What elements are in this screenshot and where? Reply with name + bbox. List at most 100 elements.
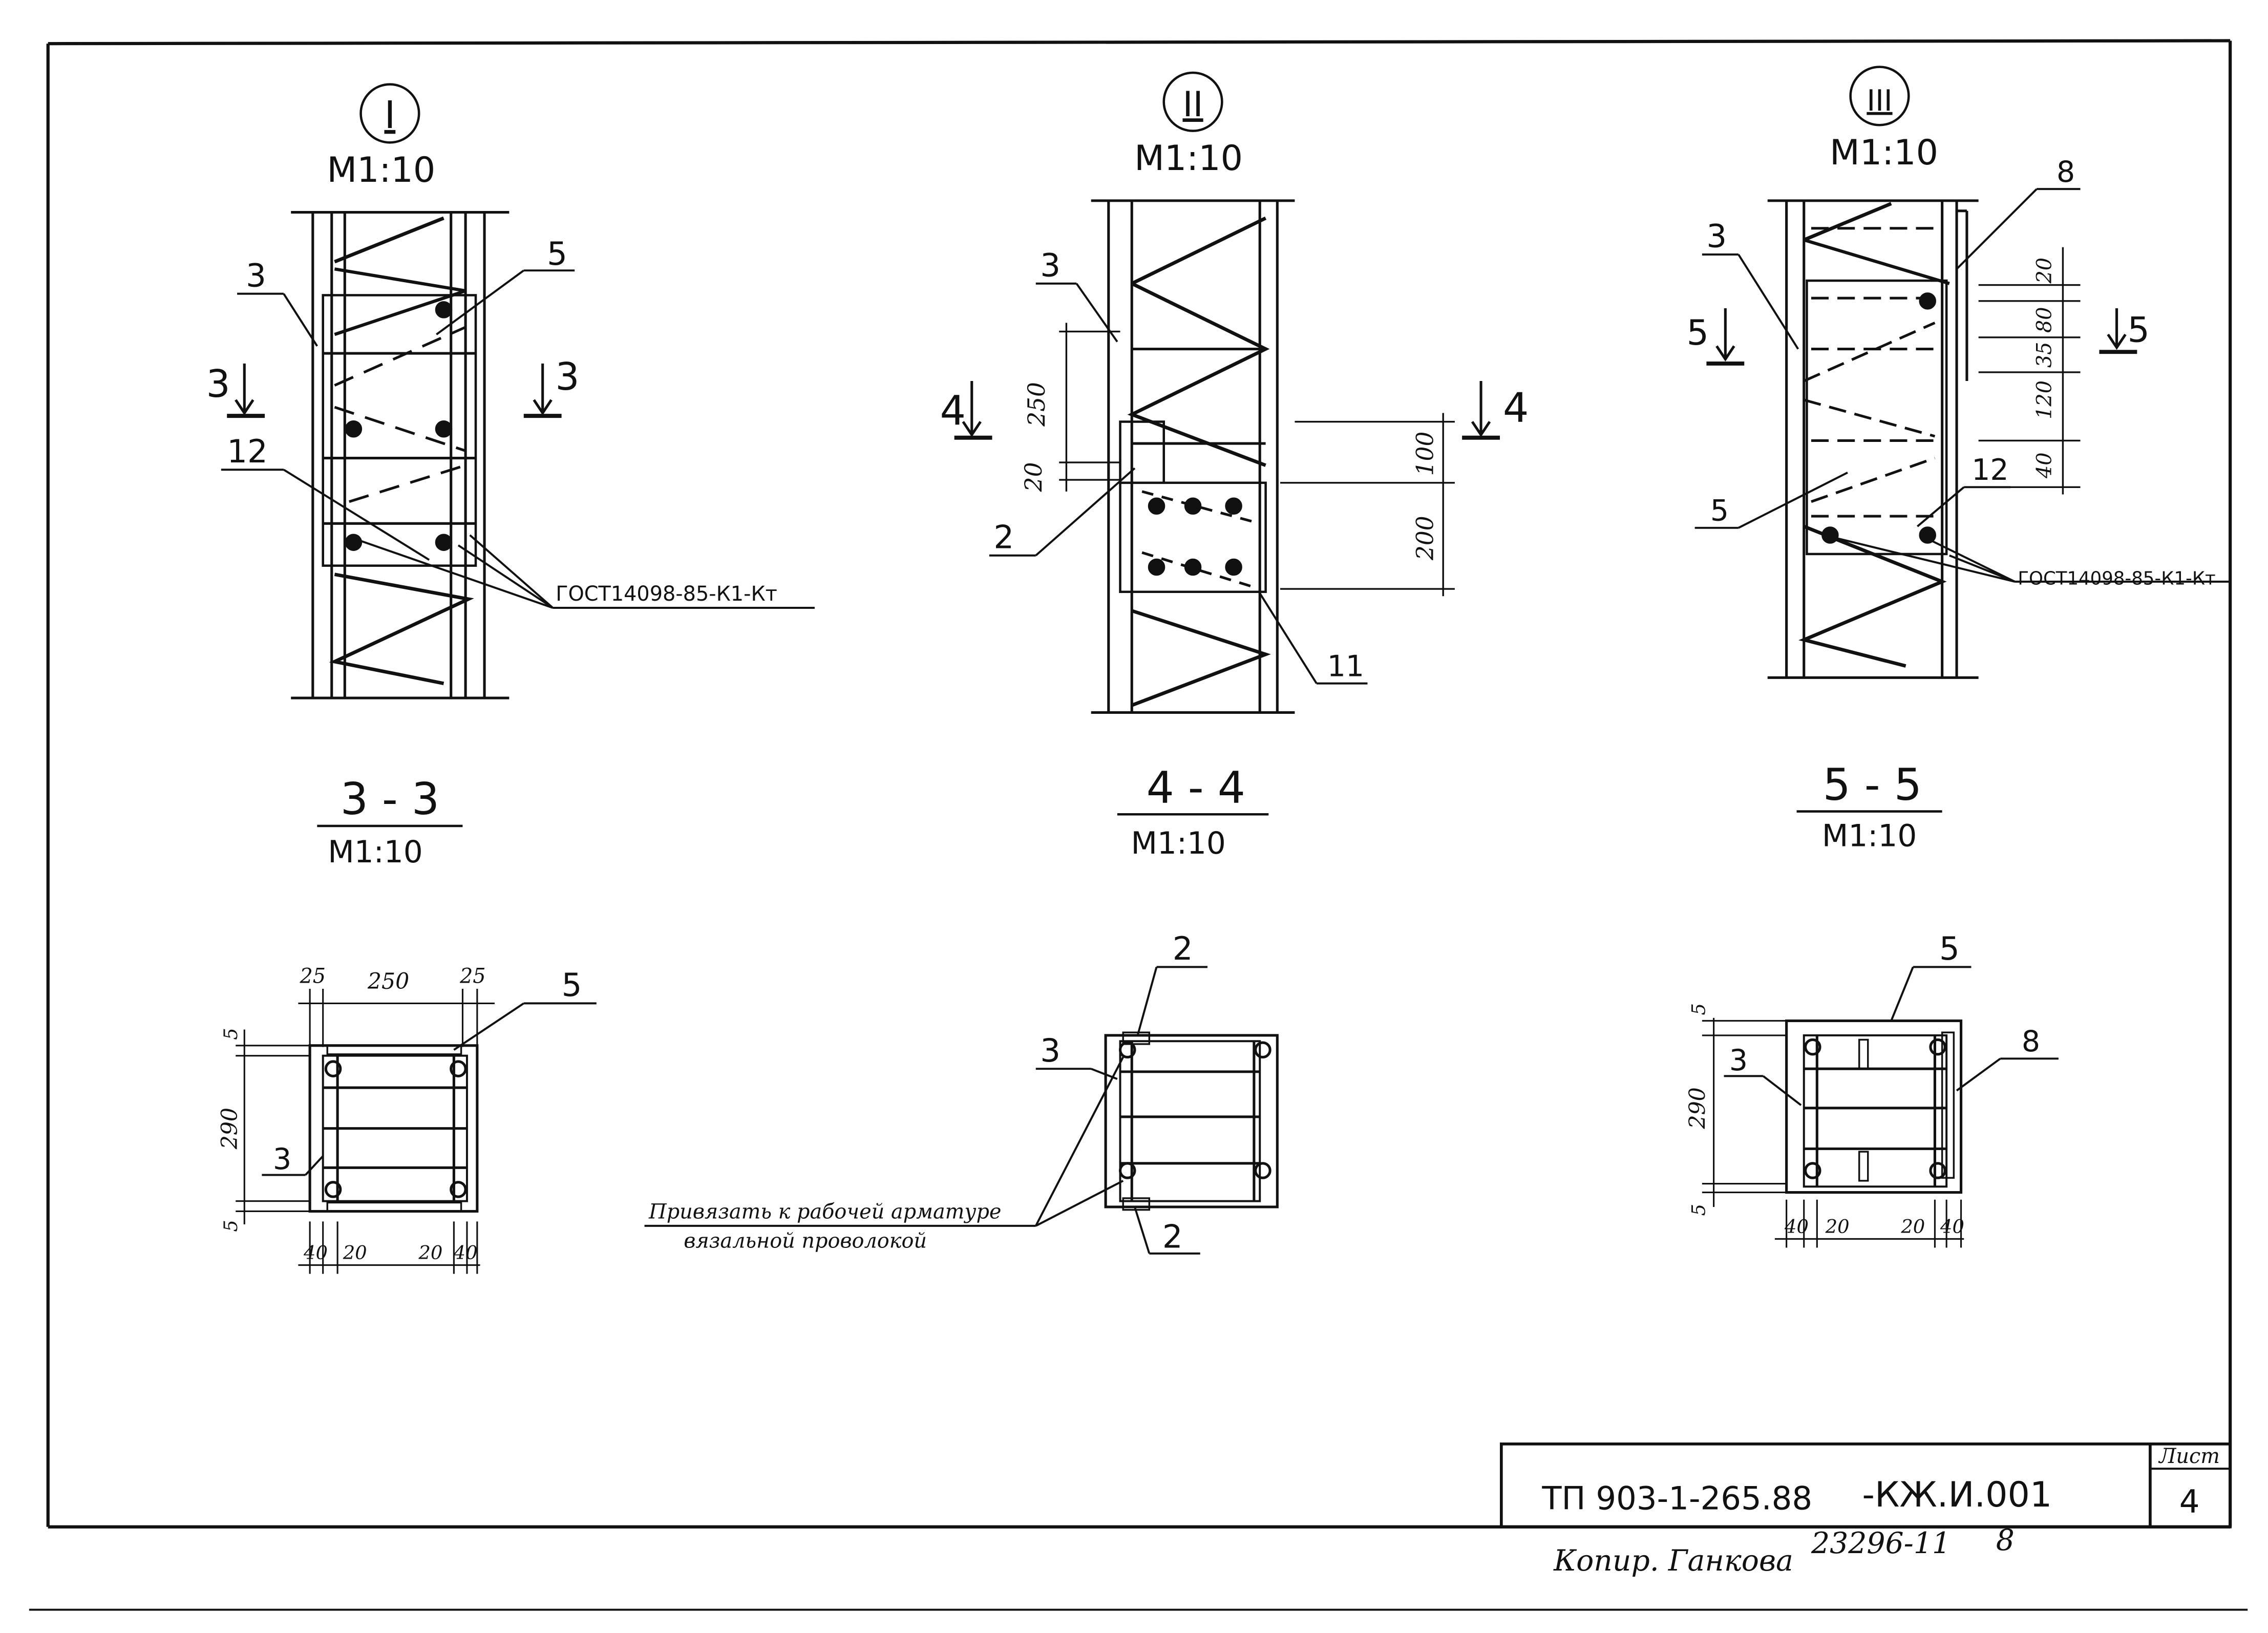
sheet-label: Лист: [2158, 1445, 2220, 1468]
section-4-4-title: 4 - 4: [1147, 763, 1245, 814]
callout-5: 5: [547, 235, 567, 272]
callout-3: 3: [273, 1142, 291, 1176]
title-block: ТП 903-1-265.88 -КЖ.И.001 Лист 4: [1499, 1442, 2232, 1529]
callout-3: 3: [1706, 218, 1727, 255]
view-2-marker: [1162, 71, 1223, 132]
svg-text:20: 20: [1825, 1216, 1850, 1238]
svg-text:5: 5: [220, 1220, 242, 1232]
svg-text:290: 290: [217, 1108, 243, 1150]
copyist-label: Копир. Ганкова: [1553, 1544, 1793, 1578]
format-number: 8: [1996, 1523, 2015, 1557]
svg-text:40: 40: [303, 1242, 328, 1264]
svg-text:3: 3: [206, 362, 230, 406]
callout-8: 8: [2022, 1025, 2040, 1058]
svg-text:40: 40: [453, 1242, 478, 1264]
section-3-3: 3 - 3 М1:10 25 250 25: [217, 774, 597, 1274]
callout-2-top: 2: [1173, 930, 1193, 967]
view-1: I М1:10: [206, 83, 815, 699]
callout-11: 11: [1327, 649, 1364, 683]
view-3: III М1:10: [1687, 66, 2231, 679]
svg-text:290: 290: [1685, 1087, 1711, 1129]
view-2: II М1:10: [940, 71, 1529, 714]
view-2-callouts: 3 2 11: [989, 247, 1368, 685]
callout-12: 12: [227, 433, 268, 470]
section-mark-4: 4 4: [940, 381, 1529, 440]
view-1-marker: [359, 83, 420, 144]
section-3-3-title: 3 - 3: [341, 774, 439, 825]
callout-3: 3: [1040, 247, 1061, 284]
svg-text:4: 4: [1503, 384, 1529, 432]
section-3-3-callouts: 5 3: [262, 966, 597, 1176]
view-3-marker: [1849, 66, 1910, 126]
section-3-3-scale: М1:10: [328, 835, 422, 870]
svg-text:35: 35: [2033, 342, 2057, 368]
callout-2-bottom: 2: [1162, 1218, 1183, 1255]
svg-text:250: 250: [367, 969, 409, 994]
svg-text:3: 3: [555, 355, 579, 399]
svg-text:40: 40: [1940, 1216, 1964, 1238]
view-3-dimensions: 20 80 35 120 40: [1978, 247, 2081, 495]
svg-text:5: 5: [1688, 1003, 1710, 1015]
svg-text:40: 40: [2033, 452, 2057, 479]
gost-weld-note-3: ГОСТ14098-85-К1-Кт: [2018, 568, 2215, 589]
callout-5: 5: [1939, 930, 1960, 967]
view-2-scale: М1:10: [1134, 138, 1243, 179]
section-3-3-body: [308, 1044, 479, 1213]
callout-3: 3: [246, 257, 266, 294]
view-1-number: I: [384, 93, 395, 137]
svg-text:25: 25: [299, 965, 326, 988]
gost-weld-note-1: ГОСТ14098-85-К1-Кт: [556, 582, 777, 606]
svg-text:200: 200: [1411, 516, 1438, 561]
section-4-4-callouts: 2 3 2: [1035, 930, 1207, 1255]
section-4-4: 4 - 4 М1:10 2 3 2: [644, 763, 1279, 1255]
callout-12: 12: [1972, 453, 2008, 487]
order-number: 23296-11: [1811, 1526, 1951, 1560]
copy-stamp: Копир. Ганкова 23296-11 8: [1553, 1523, 2015, 1578]
svg-text:20: 20: [343, 1242, 367, 1264]
callout-3: 3: [1040, 1032, 1061, 1069]
svg-text:4: 4: [940, 387, 966, 434]
svg-text:5: 5: [220, 1028, 242, 1040]
view-1-callouts: 3 5 12 ГОСТ14098-85-К1-Кт: [221, 235, 815, 609]
svg-text:20: 20: [1900, 1216, 1925, 1238]
svg-text:20: 20: [2033, 258, 2057, 284]
callout-5: 5: [562, 966, 582, 1004]
svg-text:40: 40: [1784, 1216, 1809, 1238]
svg-text:5: 5: [1687, 313, 1709, 353]
section-5-5-callouts: 5 3 8: [1724, 930, 2059, 1106]
svg-text:20: 20: [418, 1242, 442, 1264]
svg-text:250: 250: [1023, 382, 1050, 427]
section-5-5-body: [1785, 1019, 1963, 1194]
section-mark-5: 5 5: [1687, 308, 2150, 366]
section-mark-3: 3 3: [206, 355, 579, 418]
column-elevation-2: [1091, 199, 1295, 714]
callout-8: 8: [2057, 155, 2075, 189]
section-5-5-dimensions: 5 290 5 40 20 20 40: [1685, 1003, 1964, 1248]
column-elevation-1: [291, 211, 510, 699]
view-2-number: II: [1182, 84, 1203, 125]
svg-text:5: 5: [2127, 310, 2149, 350]
tie-note-line1: Привязать к рабочей арматуре: [648, 1200, 1001, 1224]
svg-text:120: 120: [2033, 380, 2057, 419]
callout-3: 3: [1729, 1044, 1748, 1077]
view-3-scale: М1:10: [1830, 133, 1938, 173]
svg-text:25: 25: [459, 965, 486, 988]
tie-note-line2: вязальной проволокой: [684, 1229, 927, 1253]
section-4-4-scale: М1:10: [1131, 826, 1225, 861]
svg-text:20: 20: [1020, 462, 1047, 493]
section-3-3-dimensions: 25 250 25 5 290 5 40 20 20 40: [217, 965, 495, 1274]
sheet-number: 4: [2179, 1482, 2200, 1520]
svg-text:80: 80: [2033, 307, 2057, 333]
document-code: ТП 903-1-265.88: [1541, 1480, 1812, 1517]
callout-5: 5: [1710, 494, 1729, 528]
section-5-5-title: 5 - 5: [1823, 760, 1922, 811]
tie-wire-note: Привязать к рабочей арматуре вязальной п…: [644, 1056, 1124, 1253]
view-3-number: III: [1867, 84, 1892, 118]
svg-text:5: 5: [1688, 1204, 1710, 1216]
section-5-5-scale: М1:10: [1822, 819, 1917, 854]
view-1-scale: М1:10: [327, 150, 435, 190]
view-3-callouts: 3 8 5 12 ГОСТ14098-85-К1-Кт: [1694, 155, 2231, 589]
column-elevation-3: [1767, 199, 1979, 679]
document-mark: -КЖ.И.001: [1862, 1475, 2052, 1515]
